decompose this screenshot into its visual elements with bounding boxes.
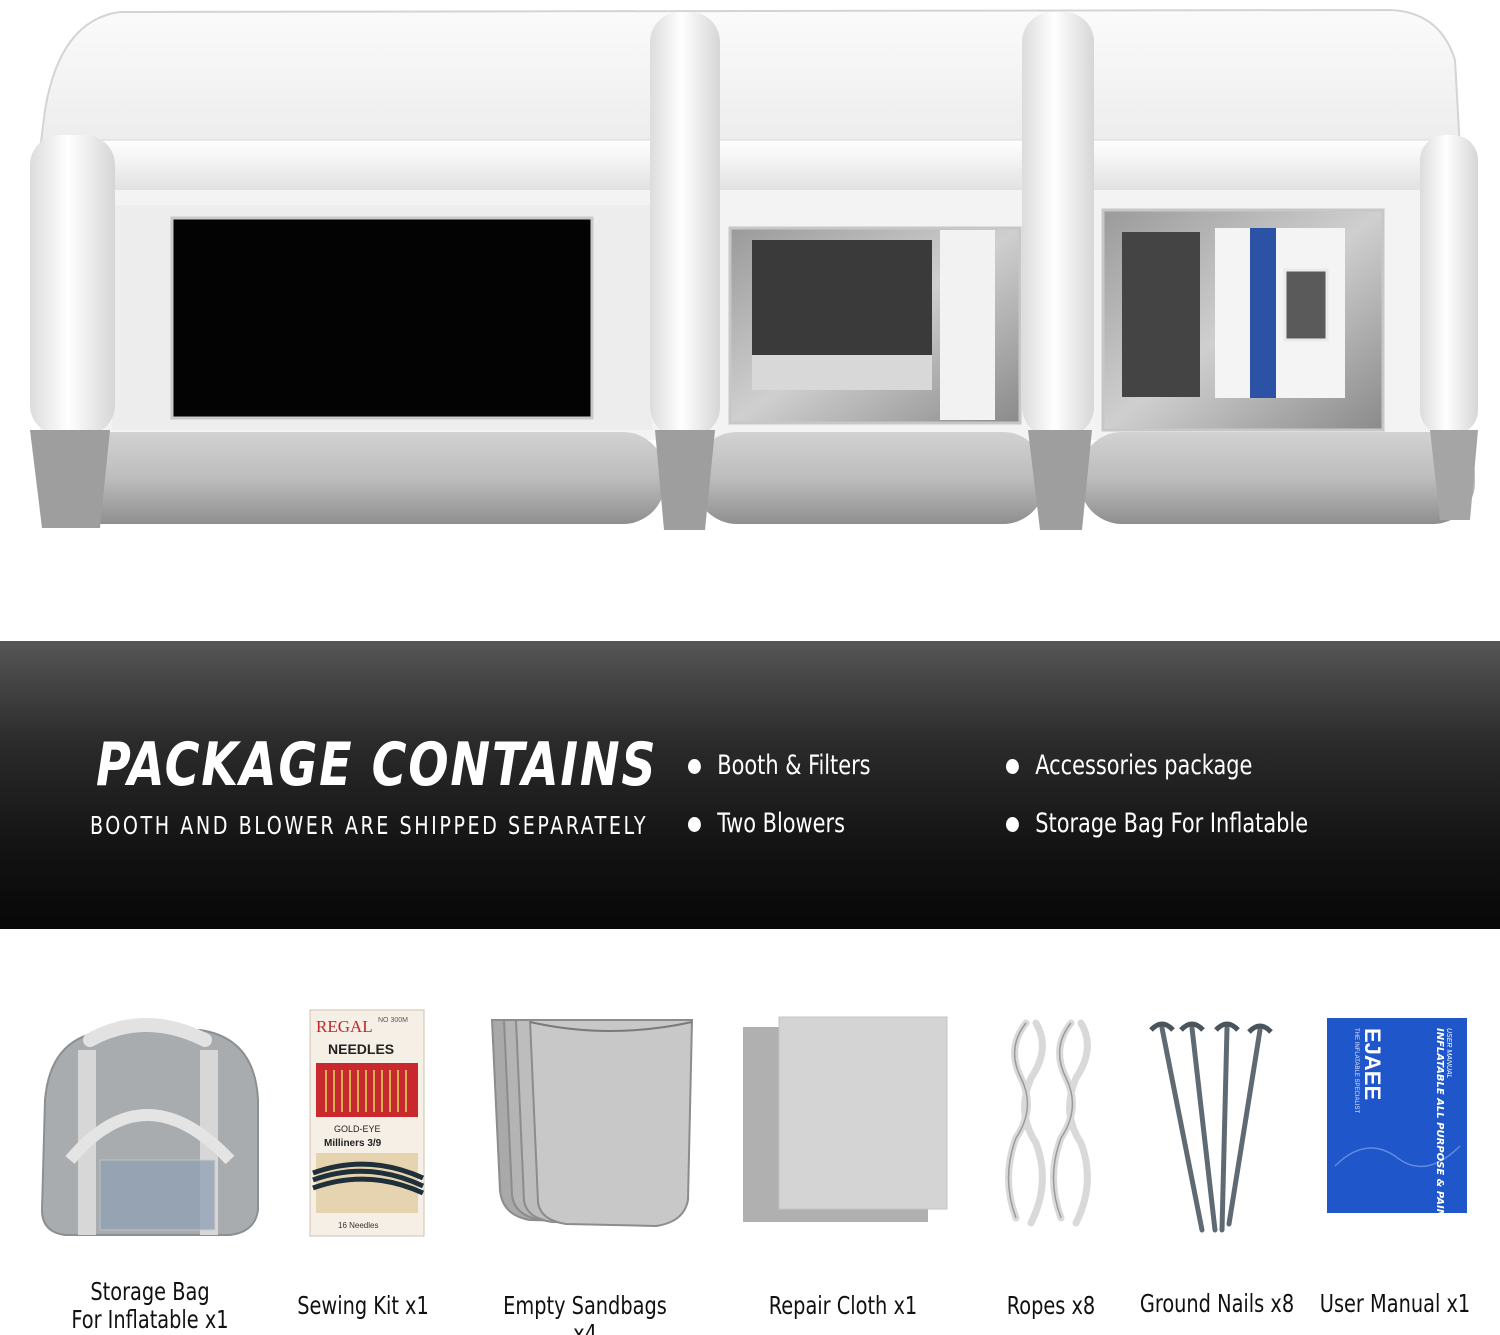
- contents-list-right: Accessories package Storage Bag For Infl…: [1006, 749, 1357, 865]
- contents-list-left: Booth & Filters Two Blowers: [688, 749, 900, 865]
- accessory-label: Sewing Kit x1: [297, 1291, 429, 1320]
- manual-header: USER MANUAL: [1445, 1028, 1452, 1079]
- accessory-label: Ropes x8: [1006, 1291, 1096, 1320]
- sewing-kit-icon: REGAL NO 300M NEEDLES GOLD-EYE Milliners…: [309, 1009, 425, 1237]
- contents-item: Two Blowers: [688, 807, 871, 865]
- sewing-kit-brand: REGAL: [316, 1017, 373, 1036]
- sewing-kit-code: NO 300M: [378, 1017, 408, 1024]
- repair-cloth-icon: [743, 1016, 948, 1222]
- package-contents-banner: Package Contains Booth and blower are sh…: [0, 641, 1500, 929]
- booth-product-image: [0, 0, 1500, 600]
- manual-title: INFLATABLE ALL PURPOSE & PAINT BOOTHS: [1434, 1028, 1445, 1216]
- accessory-repair-cloth: Repair Cloth x1: [738, 1000, 948, 1335]
- ropes-icon: [1005, 1019, 1091, 1227]
- sewing-kit-line1: GOLD-EYE: [334, 1124, 381, 1134]
- inflatable-booth-illustration: [30, 8, 1478, 530]
- accessory-label: Repair Cloth x1: [768, 1291, 918, 1320]
- accessory-sewing-kit: REGAL NO 300M NEEDLES GOLD-EYE Milliners…: [258, 1000, 468, 1335]
- accessory-label: Ground Nails x8: [1139, 1289, 1295, 1318]
- user-manual-icon: EJAEE THE INFLATABLE SPECIALIST USER MAN…: [1327, 1018, 1467, 1216]
- accessory-label: User Manual x1: [1319, 1289, 1471, 1318]
- banner-subtitle: Booth and blower are shipped separately: [90, 811, 649, 840]
- accessory-ground-nails: Ground Nails x8: [1112, 1000, 1322, 1335]
- storage-bag-icon: [40, 1018, 259, 1236]
- accessory-label: Empty Sandbags x4: [503, 1291, 667, 1335]
- sewing-kit-title: NEEDLES: [328, 1041, 394, 1057]
- accessory-label: Storage Bag For Inflatable x1: [71, 1277, 229, 1334]
- sewing-kit-count: 16 Needles: [338, 1221, 378, 1230]
- sewing-kit-line2: Milliners 3/9: [324, 1138, 382, 1149]
- sandbags-icon: [490, 1019, 694, 1228]
- accessory-user-manual: EJAEE THE INFLATABLE SPECIALIST USER MAN…: [1290, 1000, 1500, 1335]
- contents-item: Booth & Filters: [688, 749, 871, 807]
- manual-brand: EJAEE: [1360, 1028, 1385, 1100]
- accessory-ropes: Ropes x8: [946, 1000, 1156, 1335]
- accessory-sandbags: Empty Sandbags x4: [480, 1000, 694, 1335]
- ground-nails-icon: [1149, 1021, 1273, 1233]
- contents-item: Storage Bag For Inflatable: [1006, 807, 1308, 865]
- banner-title: Package Contains: [96, 730, 658, 800]
- manual-tagline: THE INFLATABLE SPECIALIST: [1353, 1028, 1359, 1113]
- accessory-storage-bag: Storage Bag For Inflatable x1: [40, 1000, 259, 1335]
- contents-item: Accessories package: [1006, 749, 1308, 807]
